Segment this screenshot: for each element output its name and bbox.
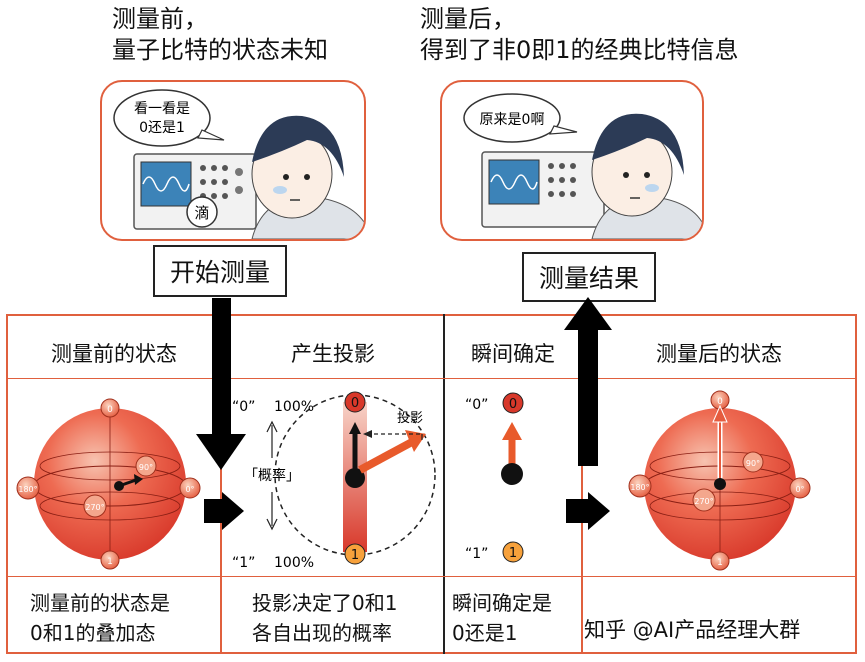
determine-zero-label: “0” (465, 397, 488, 413)
header-projection: 产生投影 (291, 342, 375, 366)
person-figure (591, 113, 702, 239)
drip-label: 滴 (194, 204, 209, 222)
projection-label: 投影 (397, 410, 423, 426)
after-caption-line2: 得到了非0即1的经典比特信息 (420, 36, 739, 64)
projection-circle (274, 394, 436, 556)
determine-diagram: “0” 0 “1” 1 (465, 392, 524, 563)
before-caption-line1: 测量前， (112, 5, 208, 33)
sphere-label-left: 180° (18, 485, 37, 494)
speech-bubble (113, 89, 211, 147)
sphere-label-right: 0° (795, 485, 804, 494)
before-illustration: 看一看是 0还是1 滴 (113, 89, 364, 239)
before-illustration-card: 看一看是 0还是1 滴 (100, 80, 366, 241)
measurement-result-label: 测量结果 (522, 252, 656, 302)
start-measurement-label: 开始测量 (153, 245, 287, 297)
oscilloscope (133, 153, 257, 230)
oscilloscope (481, 151, 605, 228)
footer-before-line2: 0和1的叠加态 (30, 621, 156, 645)
speech-bubble (463, 93, 561, 143)
projection-diagram: 0 1 “0” 100% “1” 100% 「概率」 投影 (232, 391, 436, 571)
bloch-sphere-after: 0 1 180° 0° 270° 90° (628, 390, 811, 571)
projection-zero-percent: 100% (274, 399, 314, 415)
projection-one-percent: 100% (274, 555, 314, 571)
footer-before-state: 测量前的状态是 0和1的叠加态 (30, 588, 170, 648)
watermark: 知乎 @AI产品经理大群 (584, 618, 801, 642)
footer-projection-line1: 投影决定了0和1 (252, 591, 398, 615)
footer-before-line1: 测量前的状态是 (30, 591, 170, 615)
after-illustration: 原来是0啊 (463, 93, 702, 239)
table-divider (581, 314, 583, 654)
table-divider (6, 378, 857, 379)
sphere-label-bottom: 1 (107, 557, 113, 567)
process-table (6, 314, 857, 654)
footer-determine-line2: 0还是1 (452, 621, 518, 645)
speech-text: 原来是0啊 (480, 112, 545, 128)
before-caption: 测量前， 量子比特的状态未知 (112, 4, 328, 66)
sphere-label-top: 0 (717, 397, 723, 407)
footer-projection-line2: 各自出现的概率 (252, 621, 392, 645)
after-caption: 测量后， 得到了非0即1的经典比特信息 (420, 4, 739, 66)
table-divider (6, 576, 857, 577)
sphere-label-bottom: 1 (717, 558, 723, 568)
sphere-label-top: 0 (107, 405, 113, 415)
header-before-state: 测量前的状态 (51, 342, 177, 366)
projection-marker-zero: 0 (351, 396, 359, 411)
footer-projection: 投影决定了0和1 各自出现的概率 (252, 588, 397, 648)
projection-marker-one: 1 (351, 548, 359, 563)
sphere-label-back: 90° (139, 463, 153, 472)
speech-line2: 0还是1 (139, 120, 185, 136)
header-determine: 瞬间确定 (471, 342, 555, 366)
determine-one-label: “1” (465, 546, 488, 562)
projection-one-label: “1” (232, 555, 255, 571)
table-divider (443, 314, 445, 654)
after-caption-line1: 测量后， (420, 5, 516, 33)
before-caption-line2: 量子比特的状态未知 (112, 36, 328, 64)
speech-line1: 看一看是 (134, 101, 190, 117)
bloch-sphere-before: 0 1 180° 0° 270° 90° (16, 398, 201, 570)
table-divider (220, 314, 222, 654)
determine-marker-zero: 0 (509, 397, 517, 412)
footer-determine-line1: 瞬间确定是 (452, 591, 552, 615)
sphere-label-back: 90° (746, 459, 760, 468)
determine-marker-one: 1 (509, 546, 517, 561)
footer-determine: 瞬间确定是 0还是1 (452, 588, 552, 648)
probability-label: 「概率」 (244, 467, 300, 484)
sphere-label-right: 0° (185, 485, 194, 494)
after-illustration-card: 原来是0啊 (440, 80, 704, 241)
sphere-label-front: 270° (694, 497, 713, 506)
header-after-state: 测量后的状态 (656, 342, 782, 366)
sphere-label-left: 180° (630, 483, 649, 492)
person-figure (251, 115, 364, 239)
drip-bubble (186, 196, 218, 228)
sphere-label-front: 270° (85, 503, 104, 512)
projection-zero-label: “0” (232, 399, 255, 415)
